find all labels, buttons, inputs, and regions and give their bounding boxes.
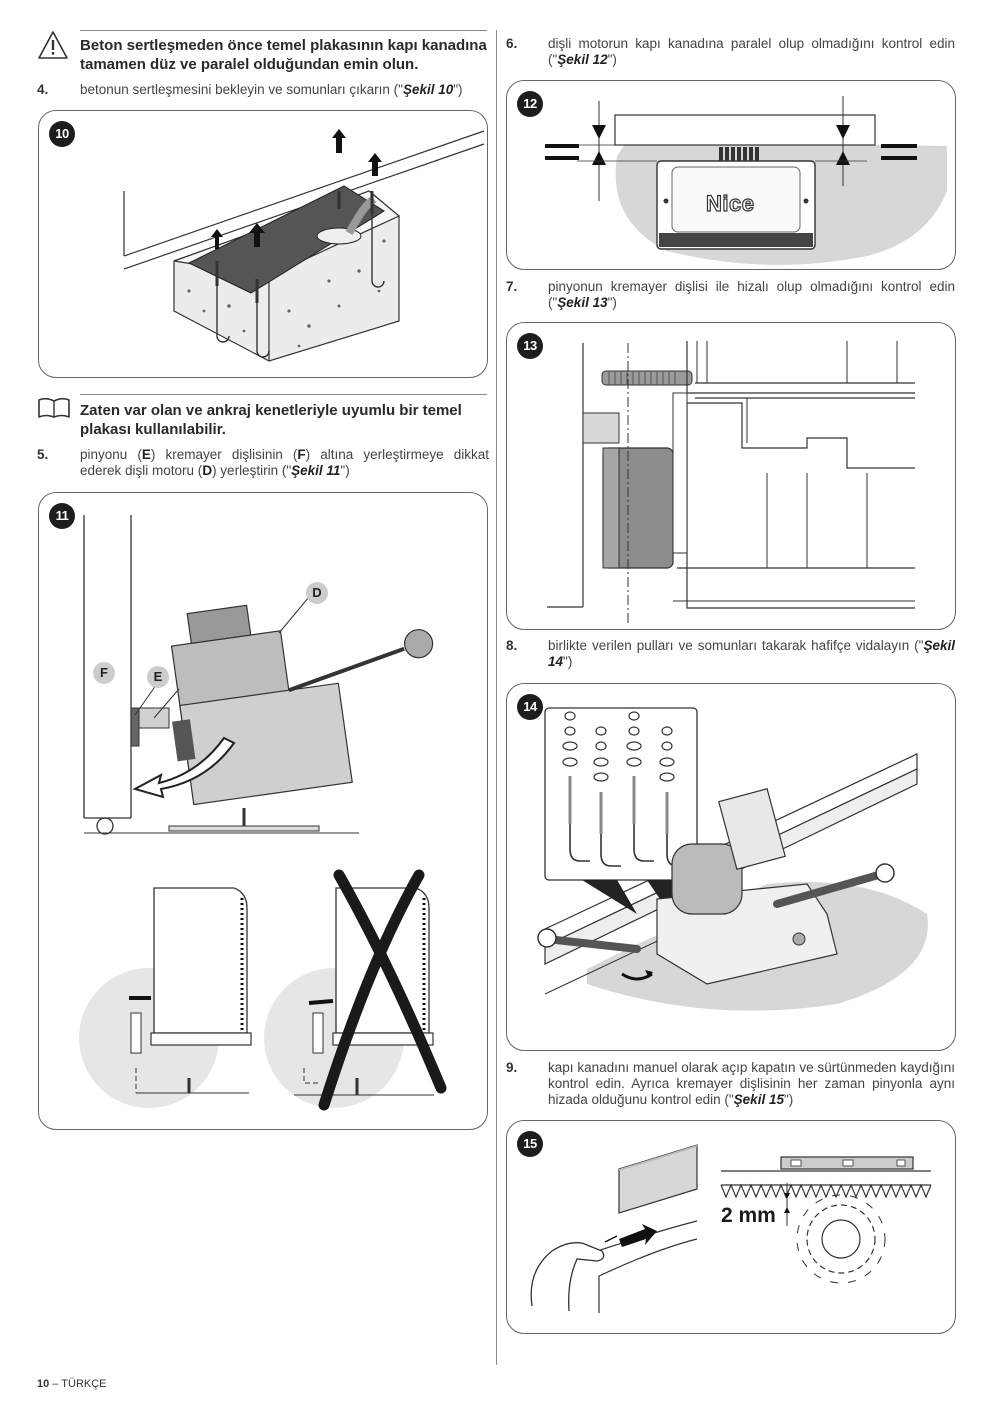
figure-reference: Şekil 15 — [733, 1092, 784, 1107]
figure-15: 15 2 mm — [506, 1120, 956, 1334]
step-number: 9. — [506, 1060, 518, 1075]
figure-badge: 15 — [517, 1131, 543, 1157]
footer-language: TÜRKÇE — [61, 1378, 107, 1390]
warning-note: Beton sertleşmeden önce temel plakasının… — [80, 37, 487, 73]
warning-icon — [38, 31, 68, 59]
step-text: kapı kanadını manuel olarak açıp kapatın… — [548, 1060, 955, 1108]
figure-10: 10 — [38, 110, 488, 378]
figure-11: 11 — [38, 492, 488, 1130]
step-8: 8. birlikte verilen pulları ve somunları… — [506, 638, 955, 672]
step-text-tail: ") — [607, 295, 617, 310]
label-f: F — [93, 662, 115, 684]
step-7: 7. pinyonun kremayer dişlisi ile hizalı … — [506, 279, 955, 313]
step-text-tail: ") — [340, 463, 350, 478]
step-number: 7. — [506, 279, 518, 294]
gap-label: 2 mm — [721, 1204, 776, 1227]
step-5: 5. pinyonu (E) kremayer dişlisinin (F) a… — [37, 447, 489, 481]
foundation-plate-illustration — [123, 129, 485, 362]
book-icon — [38, 397, 70, 418]
figure-14: 14 — [506, 683, 956, 1051]
step-text: pinyonu (E) kremayer dişlisinin (F) altı… — [80, 447, 489, 479]
figure-badge: 13 — [517, 333, 543, 359]
figure-badge: 11 — [49, 503, 75, 529]
figure-13: 13 — [506, 322, 956, 630]
figure-reference: Şekil 11 — [291, 463, 341, 478]
note-rule-top — [80, 394, 487, 395]
step-9: 9. kapı kanadını manuel olarak açıp kapa… — [506, 1060, 955, 1110]
step-text-tail: ") — [607, 52, 617, 67]
brand-logo: Nice — [705, 190, 755, 216]
figure-12: 12 Nice — [506, 80, 956, 270]
figure-reference: Şekil 13 — [557, 295, 608, 310]
step-text: birlikte verilen pulları ve somunları ta… — [548, 638, 955, 670]
pinion-alignment-illustration — [547, 341, 915, 623]
step-text-main: kapı kanadını manuel olarak açıp kapatın… — [548, 1060, 955, 1107]
label-e: E — [147, 666, 169, 688]
step-text-part: ) altına yerleştirmeye dikkat ederek diş… — [80, 447, 489, 478]
step-text-main: dişli motorun kapı kanadına paralel olup… — [548, 36, 955, 67]
step-number: 4. — [37, 82, 49, 97]
step-text-main: betonun sertleşmesini bekleyin ve somunl… — [80, 82, 403, 97]
step-text-main: pinyonun kremayer dişlisi ile hizalı olu… — [548, 279, 955, 310]
motor-placement-illustration — [79, 515, 447, 1111]
page-number: 10 — [37, 1378, 50, 1390]
step-text-tail: ") — [563, 654, 573, 669]
step-text-part: ) yerleştirin (" — [212, 463, 292, 478]
step-text-main: birlikte verilen pulları ve somunları ta… — [548, 638, 924, 653]
figure-badge: 14 — [517, 694, 543, 720]
step-number: 5. — [37, 447, 49, 462]
figure-badge: 10 — [49, 121, 75, 147]
step-number: 8. — [506, 638, 518, 653]
step-text-part: pinyonu ( — [80, 447, 142, 462]
part-ref-e: E — [141, 447, 151, 462]
footer-separator: – — [49, 1378, 62, 1390]
step-text: betonun sertleşmesini bekleyin ve somunl… — [80, 82, 489, 98]
step-text: pinyonun kremayer dişlisi ile hizalı olu… — [548, 279, 955, 311]
figure-badge: 12 — [517, 91, 543, 117]
step-text: dişli motorun kapı kanadına paralel olup… — [548, 36, 955, 68]
figure-reference: Şekil 10 — [402, 82, 454, 97]
step-6: 6. dişli motorun kapı kanadına paralel o… — [506, 36, 955, 70]
figure-reference: Şekil 12 — [557, 52, 608, 67]
step-number: 6. — [506, 36, 518, 51]
step-text-tail: ") — [453, 82, 463, 97]
parallel-check-illustration — [545, 96, 947, 265]
figure-reference: Şekil 14 — [548, 638, 955, 669]
sliding-check-illustration — [530, 1144, 932, 1313]
column-divider — [496, 30, 497, 1365]
step-text-tail: ") — [783, 1092, 794, 1107]
info-note: Zaten var olan ve ankraj kenetleriyle uy… — [80, 402, 462, 438]
part-ref-f: F — [297, 447, 306, 462]
part-ref-d: D — [202, 463, 213, 478]
step-4: 4. betonun sertleşmesini bekleyin ve som… — [37, 82, 489, 100]
label-d: D — [306, 582, 328, 604]
page-footer: 10 – TÜRKÇE — [37, 1378, 107, 1390]
fastening-illustration — [537, 707, 928, 1011]
note-rule-top — [80, 30, 487, 31]
step-text-part: ) kremayer dişlisinin ( — [150, 447, 298, 462]
